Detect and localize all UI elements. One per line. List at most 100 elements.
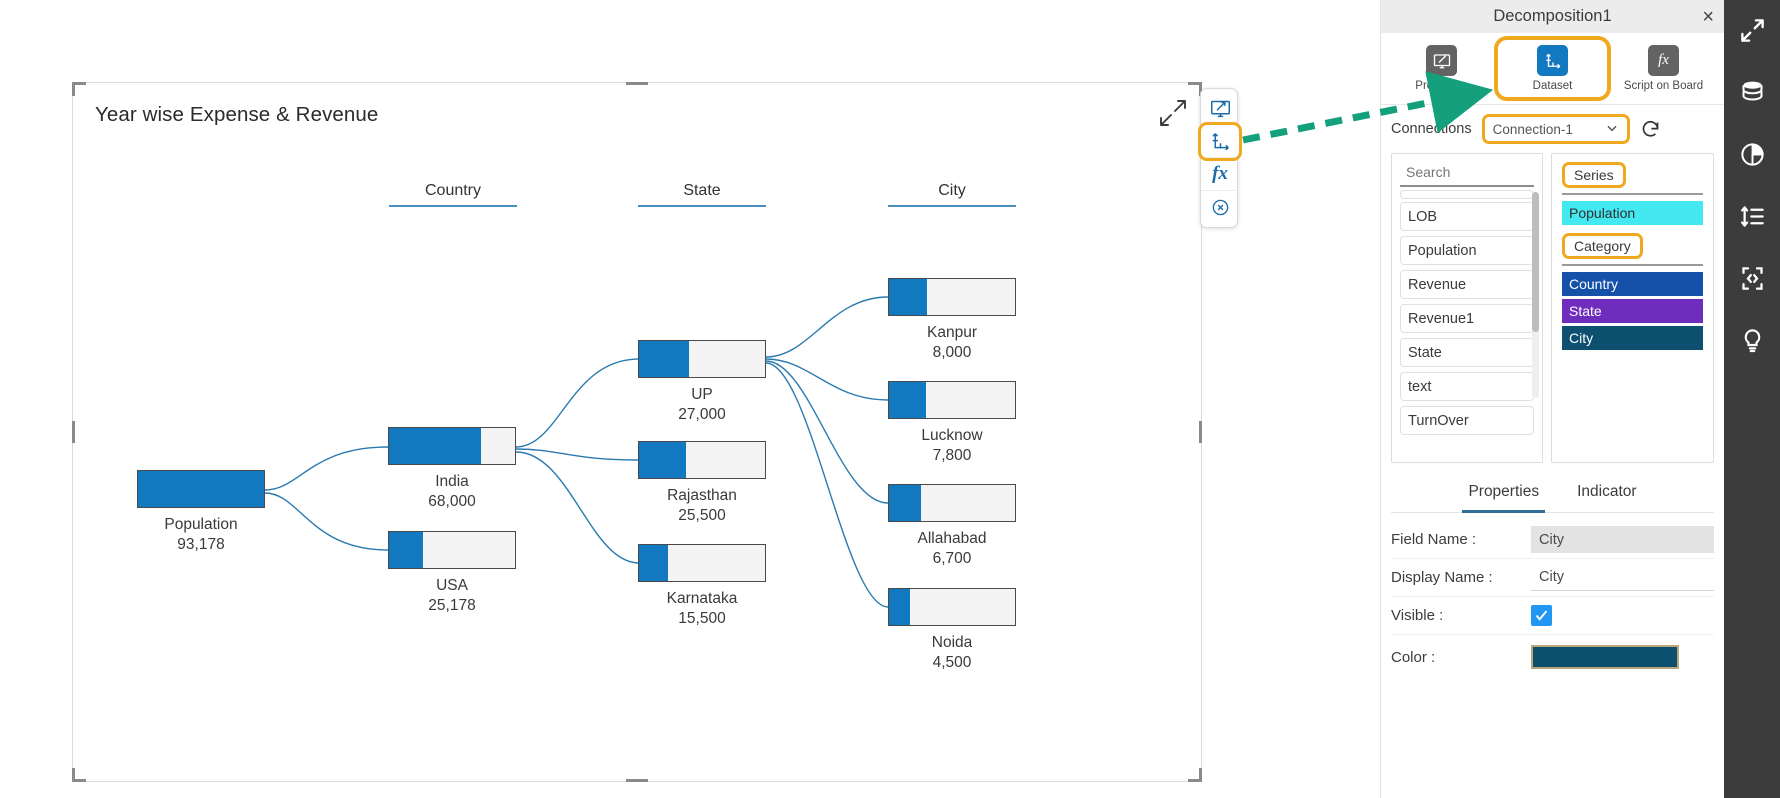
node-label-text: Allahabad — [917, 530, 987, 547]
chip-country[interactable]: Country — [1562, 272, 1703, 296]
node-bar-fill — [639, 341, 690, 377]
tree-node-rajasthan[interactable]: Rajasthan 25,500 — [638, 441, 766, 526]
field-item-turnover[interactable]: TurnOver — [1400, 406, 1534, 435]
field-item-revenue1[interactable]: Revenue1 — [1400, 304, 1534, 333]
right-rail[interactable] — [1724, 0, 1780, 798]
field-item-text[interactable]: text — [1400, 372, 1534, 401]
field-item-lob[interactable]: LOB — [1400, 202, 1534, 231]
mode-tab-dataset-label: Dataset — [1532, 80, 1573, 92]
resize-handle-tl[interactable] — [72, 82, 86, 85]
tree-node-population[interactable]: Population 93,178 — [137, 470, 265, 555]
tree-node-up[interactable]: UP 27,000 — [638, 340, 766, 425]
form-row-display-name: Display Name : City — [1391, 559, 1714, 597]
mode-tab-dataset[interactable]: Dataset — [1494, 36, 1611, 101]
mode-tab-properties-label: Properties — [1415, 80, 1468, 92]
close-icon[interactable]: × — [1702, 5, 1714, 28]
widget-floating-toolbar[interactable]: fx — [1198, 88, 1242, 228]
form-row-visible: Visible : — [1391, 597, 1714, 635]
fields-list[interactable]: LOB Population Revenue Revenue1 State te… — [1400, 190, 1534, 435]
node-bar — [137, 470, 265, 508]
resize-handle-bl[interactable] — [72, 779, 86, 782]
display-name-input[interactable]: City — [1531, 565, 1714, 591]
color-swatch[interactable] — [1531, 645, 1679, 669]
expand-arrows-icon[interactable] — [1730, 8, 1774, 52]
resize-handle-l[interactable] — [72, 421, 75, 443]
tree-node-noida[interactable]: Noida 4,500 — [888, 588, 1016, 673]
field-item-population[interactable]: Population — [1400, 236, 1534, 265]
mode-tab-script-on-board[interactable]: fx Script on Board — [1609, 40, 1718, 97]
list-settings-icon[interactable] — [1730, 194, 1774, 238]
bucket-title-series[interactable]: Series — [1562, 162, 1626, 188]
resize-handle-t[interactable] — [626, 82, 648, 85]
expand-widget-icon[interactable] — [1157, 97, 1187, 127]
tree-node-india[interactable]: India 68,000 — [388, 427, 516, 512]
node-label-text: Population — [164, 516, 238, 533]
node-bar — [388, 427, 516, 465]
mode-tab-script-label: Script on Board — [1623, 80, 1704, 92]
tree-node-usa[interactable]: USA 25,178 — [388, 531, 516, 616]
close-circle-icon[interactable] — [1201, 191, 1239, 224]
chart-canvas[interactable]: Year wise Expense & Revenue Cou — [0, 0, 1380, 798]
tree-node-lucknow[interactable]: Lucknow 7,800 — [888, 381, 1016, 466]
dataset-lists[interactable]: LOB Population Revenue Revenue1 State te… — [1381, 153, 1724, 463]
bucket-title-category[interactable]: Category — [1562, 233, 1643, 259]
properties-form[interactable]: Field Name : City Display Name : City Vi… — [1381, 513, 1724, 679]
resize-handle-tr[interactable] — [1188, 82, 1202, 85]
node-label: Population 93,178 — [137, 515, 265, 555]
form-row-field-name: Field Name : City — [1391, 521, 1714, 559]
connection-select-value: Connection-1 — [1492, 121, 1573, 137]
resize-handle-tl2[interactable] — [72, 82, 75, 96]
column-header-state: State — [638, 182, 766, 207]
resize-handle-tr2[interactable] — [1199, 82, 1202, 96]
list-item-partial[interactable] — [1400, 190, 1534, 199]
panel-mode-tabs[interactable]: Properties Dataset fx Script on Board — [1381, 33, 1724, 105]
resize-handle-br[interactable] — [1188, 779, 1202, 782]
node-value-text: 25,500 — [678, 506, 726, 524]
display-properties-icon[interactable] — [1201, 92, 1239, 125]
node-bar — [888, 278, 1016, 316]
chip-population[interactable]: Population — [1562, 201, 1703, 225]
tab-properties[interactable]: Properties — [1462, 471, 1545, 513]
column-header-country-label: Country — [424, 182, 482, 199]
tab-indicator[interactable]: Indicator — [1577, 482, 1637, 500]
resize-handle-b[interactable] — [626, 779, 648, 782]
code-brackets-icon[interactable] — [1730, 256, 1774, 300]
lightbulb-icon[interactable] — [1730, 318, 1774, 362]
node-label-text: Karnataka — [666, 590, 738, 607]
resize-handle-br2[interactable] — [1199, 768, 1202, 782]
node-bar-fill — [889, 589, 911, 625]
dataset-icon[interactable] — [1198, 122, 1242, 161]
panel-titlebar: Decomposition1 × — [1381, 0, 1724, 33]
fields-scrollbar[interactable] — [1532, 192, 1539, 398]
tree-node-karnataka[interactable]: Karnataka 15,500 — [638, 544, 766, 629]
refresh-icon[interactable] — [1640, 119, 1661, 140]
tree-node-allahabad[interactable]: Allahabad 6,700 — [888, 484, 1016, 569]
database-icon[interactable] — [1730, 70, 1774, 114]
scrollbar-thumb[interactable] — [1532, 192, 1539, 332]
mode-tab-properties[interactable]: Properties — [1387, 40, 1496, 97]
chip-state[interactable]: State — [1562, 299, 1703, 323]
axis-dataset-icon — [1537, 45, 1568, 76]
field-item-revenue[interactable]: Revenue — [1400, 270, 1534, 299]
tree-node-kanpur[interactable]: Kanpur 8,000 — [888, 278, 1016, 363]
chip-city[interactable]: City — [1562, 326, 1703, 350]
resize-handle-r[interactable] — [1199, 421, 1202, 443]
field-item-state[interactable]: State — [1400, 338, 1534, 367]
connections-row[interactable]: Connections Connection-1 — [1381, 105, 1724, 153]
pie-chart-icon[interactable] — [1730, 132, 1774, 176]
connection-select[interactable]: Connection-1 — [1481, 114, 1630, 144]
chevron-down-icon — [1605, 121, 1619, 138]
properties-indicator-tabs[interactable]: Properties Indicator — [1391, 471, 1714, 513]
fields-list-box[interactable]: LOB Population Revenue Revenue1 State te… — [1391, 153, 1543, 463]
node-value-text: 15,500 — [678, 609, 726, 627]
node-label: Allahabad 6,700 — [888, 529, 1016, 569]
search-input[interactable] — [1400, 160, 1534, 187]
resize-handle-bl2[interactable] — [72, 768, 75, 782]
function-fx-icon[interactable]: fx — [1201, 158, 1239, 191]
buckets-box[interactable]: Series Population Category Country State… — [1551, 153, 1714, 463]
decomposition-panel[interactable]: Decomposition1 × Properties Dataset — [1380, 0, 1724, 798]
node-label: UP 27,000 — [638, 385, 766, 425]
node-bar — [888, 588, 1016, 626]
widget-selection-frame[interactable]: Year wise Expense & Revenue — [72, 82, 1202, 782]
visible-checkbox[interactable] — [1531, 605, 1552, 626]
